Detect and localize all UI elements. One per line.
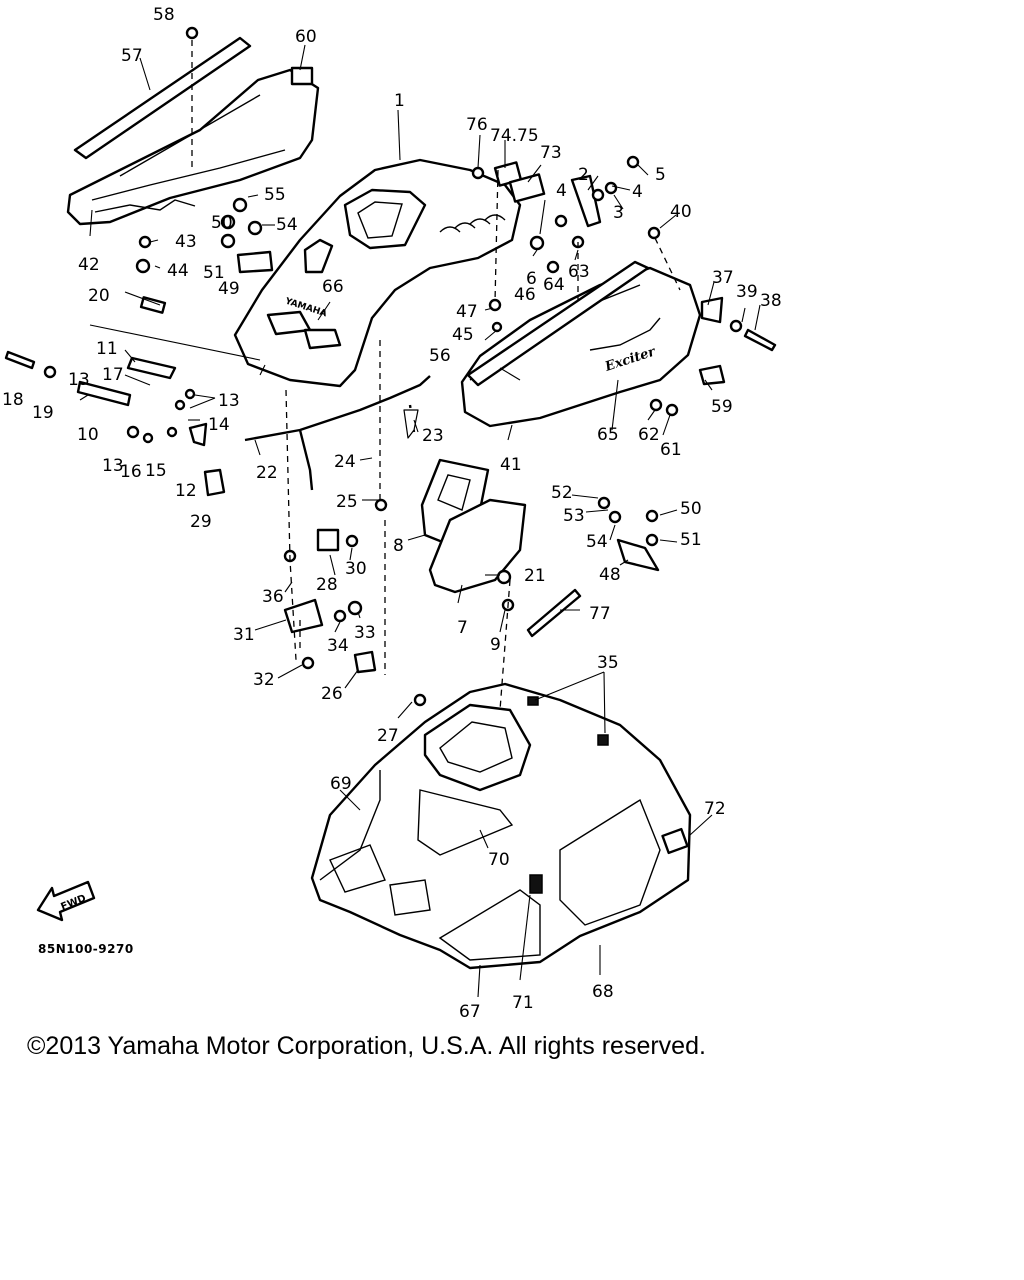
- callout: 50: [680, 499, 702, 519]
- callout: 49: [218, 279, 240, 299]
- callout: 74.75: [490, 126, 539, 146]
- callout: 40: [670, 202, 692, 222]
- callout: 72: [704, 799, 726, 819]
- callout: 50: [211, 213, 233, 233]
- callout: 65: [597, 425, 619, 445]
- callout: 59: [711, 397, 733, 417]
- callout: 76: [466, 115, 488, 135]
- callout: 20: [88, 286, 110, 306]
- callout: 48: [599, 565, 621, 585]
- callout-labels: 1 2 3 4 4 5 6 7 8 9 10 11 12 13 13 13 14…: [2, 5, 782, 1022]
- side-panel: Exciter: [460, 260, 702, 428]
- windshield: [66, 36, 320, 226]
- callout: 45: [452, 325, 474, 345]
- leader-lines: [79, 44, 761, 998]
- callout: 18: [2, 390, 24, 410]
- callout: 73: [540, 143, 562, 163]
- hood: YAMAHA: [233, 158, 522, 388]
- diagram-code: 85N100-9270: [38, 942, 134, 956]
- callout: 67: [459, 1002, 481, 1022]
- hood-mount-hardware: [76, 66, 726, 674]
- callout: 15: [145, 461, 167, 481]
- callout: 21: [524, 566, 546, 586]
- callout: 53: [563, 506, 585, 526]
- callout: 42: [78, 255, 100, 275]
- callout: 55: [264, 185, 286, 205]
- callout: 27: [377, 726, 399, 746]
- parts-diagram: YAMAHA Exciter: [2, 5, 782, 1022]
- callout: 58: [153, 5, 175, 25]
- callout: 5: [655, 165, 666, 185]
- callout: 38: [760, 291, 782, 311]
- callout: 71: [512, 993, 534, 1013]
- callout: 2: [578, 165, 589, 185]
- callout: 11: [96, 339, 118, 359]
- callout: 14: [208, 415, 230, 435]
- callout: 25: [336, 492, 358, 512]
- callout: 3: [613, 203, 624, 223]
- callout: 33: [354, 623, 376, 643]
- callout: 6: [526, 269, 537, 289]
- callout: 64: [543, 275, 565, 295]
- callout: 12: [175, 481, 197, 501]
- callout: 23: [422, 426, 444, 446]
- callout: 4: [632, 182, 643, 202]
- fwd-arrow-icon: FWD: [36, 880, 96, 922]
- callout: 57: [121, 46, 143, 66]
- callout: 31: [233, 625, 255, 645]
- callout: 29: [190, 512, 212, 532]
- callout: 70: [488, 850, 510, 870]
- callout: 13: [102, 456, 124, 476]
- callout: 47: [456, 302, 478, 322]
- callout: 30: [345, 559, 367, 579]
- callout: 54: [276, 215, 298, 235]
- copyright-notice: ©2013 Yamaha Motor Corporation, U.S.A. A…: [27, 1032, 706, 1060]
- callout: 10: [77, 425, 99, 445]
- callout: 51: [680, 530, 702, 550]
- callout: 17: [102, 365, 124, 385]
- callout: 63: [568, 262, 590, 282]
- callout: 8: [393, 536, 404, 556]
- callout: 43: [175, 232, 197, 252]
- fasteners: [4, 26, 777, 707]
- callout: 52: [551, 483, 573, 503]
- callout: 28: [316, 575, 338, 595]
- callout: 60: [295, 27, 317, 47]
- callout: 62: [638, 425, 660, 445]
- callout: 69: [330, 774, 352, 794]
- callout: 44: [167, 261, 189, 281]
- callout: 32: [253, 670, 275, 690]
- callout: 41: [500, 455, 522, 475]
- callout: 39: [736, 282, 758, 302]
- lower-cowl: [310, 682, 692, 970]
- callout: 61: [660, 440, 682, 460]
- callout: 54: [586, 532, 608, 552]
- callout: 4: [556, 181, 567, 201]
- callout: 26: [321, 684, 343, 704]
- callout: 16: [120, 462, 142, 482]
- callout: 77: [589, 604, 611, 624]
- callout: 35: [597, 653, 619, 673]
- callout: 9: [490, 635, 501, 655]
- callout: 46: [514, 285, 536, 305]
- callout: 13: [218, 391, 240, 411]
- callout: 13: [68, 370, 90, 390]
- callout: 51: [203, 263, 225, 283]
- callout: 68: [592, 982, 614, 1002]
- callout: 66: [322, 277, 344, 297]
- callout: 56: [429, 346, 451, 366]
- callout: 34: [327, 636, 349, 656]
- callout: 36: [262, 587, 284, 607]
- callout: 1: [394, 91, 405, 111]
- inner-panel: [420, 458, 582, 638]
- callout: 37: [712, 268, 734, 288]
- callout: 19: [32, 403, 54, 423]
- assembly-lines: [191, 40, 681, 711]
- callout: 7: [457, 618, 468, 638]
- callout: 22: [256, 463, 278, 483]
- callout: 24: [334, 452, 356, 472]
